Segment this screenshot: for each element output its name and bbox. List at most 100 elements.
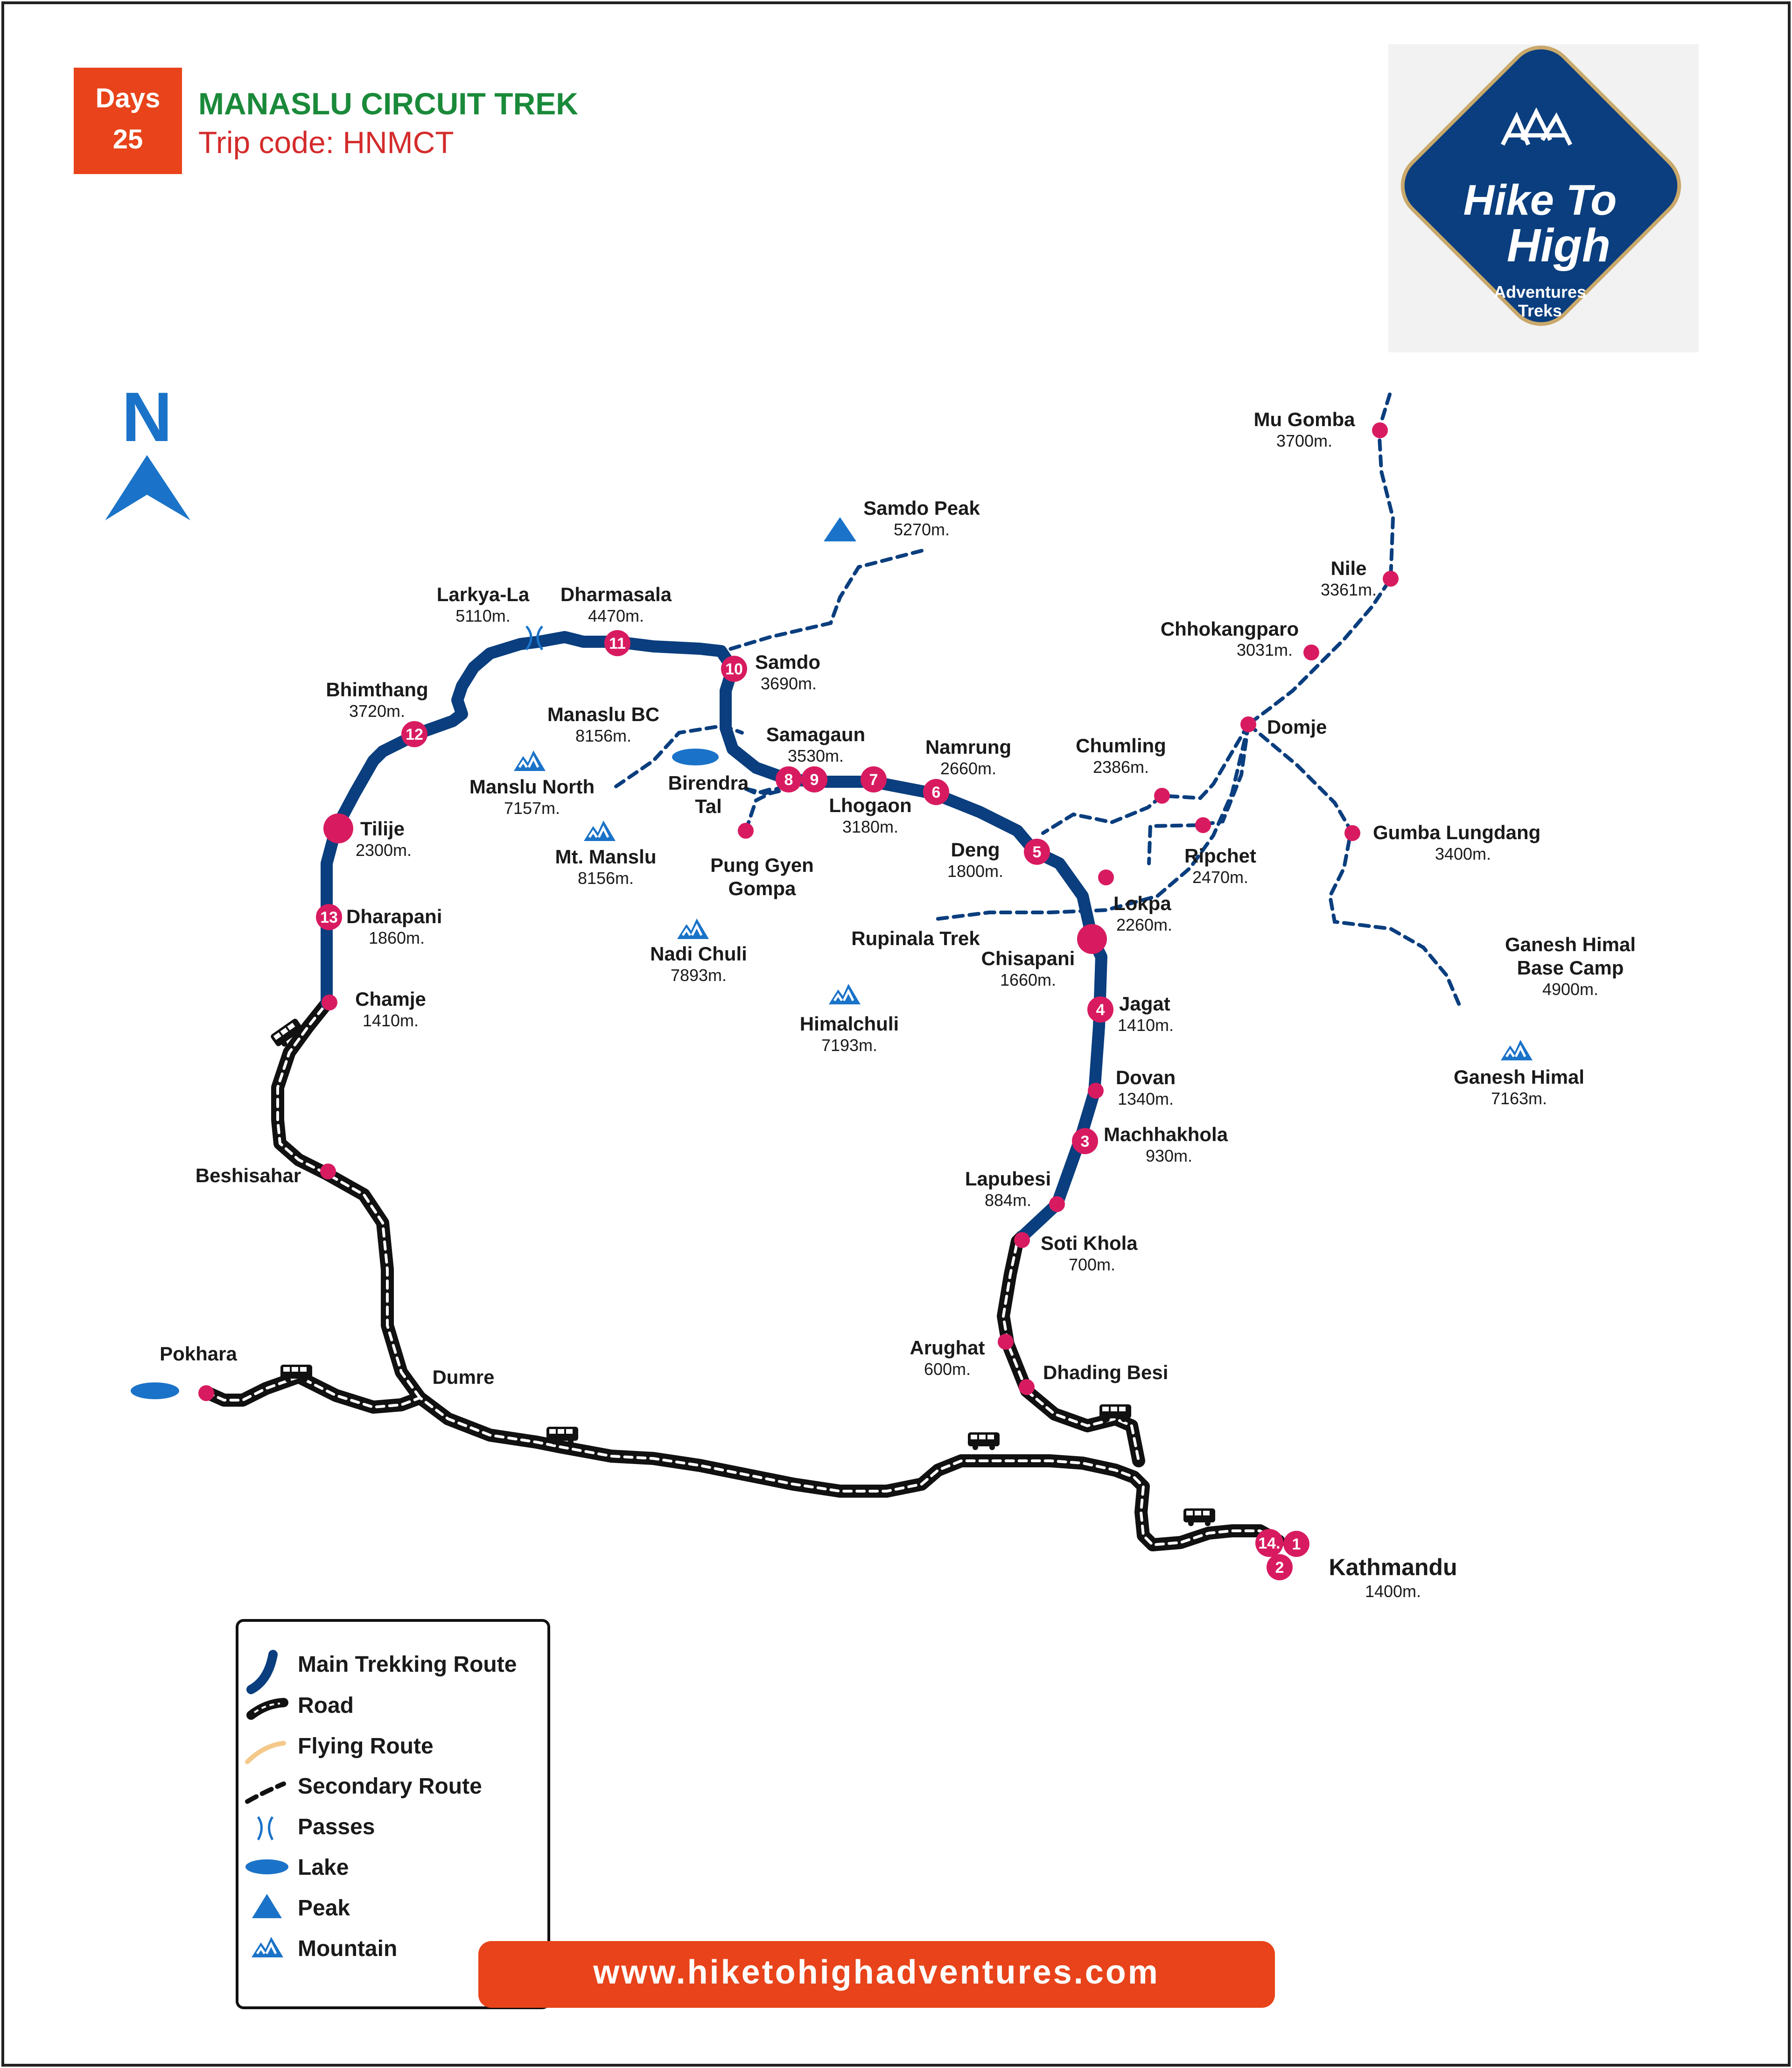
svg-text:9: 9 <box>810 771 819 789</box>
svg-text:3400m.: 3400m. <box>1435 844 1491 863</box>
legend-peak: Peak <box>298 1896 350 1921</box>
stop-12: 12 <box>401 721 427 747</box>
svg-text:1410m.: 1410m. <box>363 1011 419 1030</box>
label-domje: Domje <box>1267 716 1327 738</box>
svg-text:2: 2 <box>1275 1559 1284 1577</box>
label-samdo-peak: Samdo Peak <box>863 497 980 519</box>
label-samdo: Samdo <box>755 651 820 673</box>
svg-text:3690m.: 3690m. <box>761 674 817 693</box>
svg-text:Base Camp: Base Camp <box>1517 957 1624 979</box>
label-chamje: Chamje <box>355 988 426 1010</box>
svg-text:13: 13 <box>320 909 338 926</box>
legend-road-icon <box>246 1698 288 1720</box>
label-pung-gyen: Pung Gyen <box>710 854 814 876</box>
legend-lake: Lake <box>298 1855 349 1880</box>
legend-road: Road <box>298 1693 354 1718</box>
label-manaslu-bc: Manaslu BC <box>547 703 659 725</box>
stop-8: 8 <box>776 766 802 792</box>
label-lokpa: Lokpa <box>1113 892 1171 914</box>
pass-icon <box>525 625 544 651</box>
legend-main-route: Main Trekking Route <box>298 1652 517 1677</box>
peak-icon <box>824 517 856 541</box>
days-label: Days <box>96 83 161 113</box>
label-dharapani: Dharapani <box>346 905 442 927</box>
label-namrung: Namrung <box>925 736 1011 758</box>
label-chumling: Chumling <box>1076 735 1166 757</box>
days-badge <box>74 68 182 174</box>
label-lhogaon: Lhogaon <box>829 794 911 816</box>
header: Days 25 MANASLU CIRCUIT TREK Trip code: … <box>74 68 578 174</box>
days-value: 25 <box>113 124 143 154</box>
stop-10: 10 <box>721 656 747 682</box>
label-mt-manslu: Mt. Manslu <box>555 846 657 868</box>
label-ganesh-himal: Ganesh Himal <box>1454 1066 1584 1088</box>
label-nadi-chuli: Nadi Chuli <box>650 943 747 965</box>
logo-line3: Adventures <box>1494 282 1586 301</box>
label-himalchuli: Himalchuli <box>800 1013 899 1035</box>
label-deng: Deng <box>951 839 1000 861</box>
label-kathmandu: Kathmandu <box>1329 1554 1457 1580</box>
stop-14: 14. <box>1255 1529 1283 1557</box>
svg-text:3361m.: 3361m. <box>1321 580 1377 599</box>
label-chisapani: Chisapani <box>981 947 1075 969</box>
svg-text:5110m.: 5110m. <box>455 606 510 625</box>
lake-icon <box>672 749 719 765</box>
label-larkya-la: Larkya-La <box>437 583 530 605</box>
label-nile: Nile <box>1330 557 1366 579</box>
svg-text:2386m.: 2386m. <box>1093 757 1149 777</box>
stop-1: 1 <box>1283 1531 1309 1557</box>
logo-line2: High <box>1507 219 1610 272</box>
svg-text:884m.: 884m. <box>985 1191 1031 1210</box>
stop-3: 3 <box>1072 1128 1098 1154</box>
svg-text:10: 10 <box>725 660 743 678</box>
stop-6: 6 <box>923 779 949 805</box>
svg-text:7893m.: 7893m. <box>671 966 727 985</box>
svg-text:2470m.: 2470m. <box>1192 868 1248 887</box>
stop-4: 4 <box>1087 996 1113 1023</box>
label-lapubesi: Lapubesi <box>965 1168 1051 1190</box>
svg-text:1340m.: 1340m. <box>1118 1089 1174 1108</box>
legend-main-route-icon <box>246 1650 278 1694</box>
svg-text:8156m.: 8156m. <box>578 869 634 888</box>
legend-mountain: Mountain <box>298 1936 397 1961</box>
website-banner[interactable]: www.hiketohighadventures.com <box>478 1941 1275 2008</box>
stop-11: 11 <box>604 630 630 656</box>
trek-title: MANASLU CIRCUIT TREK <box>198 86 578 121</box>
secondary-routes <box>614 393 1463 1010</box>
svg-text:1410m.: 1410m. <box>1118 1016 1174 1035</box>
svg-text:1860m.: 1860m. <box>369 928 425 947</box>
label-dumre: Dumre <box>432 1366 494 1388</box>
hike-to-high-logo: Hike To High Adventures Treks <box>1388 44 1699 352</box>
north-arrow: N <box>105 378 190 520</box>
svg-text:14.: 14. <box>1258 1535 1280 1552</box>
website-bar[interactable] <box>478 1941 1275 2008</box>
svg-text:8: 8 <box>784 771 793 789</box>
stop-5: 5 <box>1024 839 1050 865</box>
label-pokhara: Pokhara <box>160 1343 237 1365</box>
svg-text:5270m.: 5270m. <box>894 520 950 539</box>
svg-text:3: 3 <box>1081 1133 1090 1150</box>
stop-2: 2 <box>1267 1554 1293 1580</box>
logo-line1: Hike To <box>1463 176 1617 224</box>
legend-pass-icon <box>257 1816 274 1841</box>
svg-text:11: 11 <box>609 635 626 652</box>
svg-text:12: 12 <box>406 726 423 743</box>
svg-text:3530m.: 3530m. <box>788 746 844 765</box>
legend-box <box>236 1619 550 2009</box>
label-soti-khola: Soti Khola <box>1041 1232 1138 1254</box>
label-jagat: Jagat <box>1119 993 1170 1015</box>
svg-text:4900m.: 4900m. <box>1542 980 1598 999</box>
svg-text:1: 1 <box>1292 1535 1301 1553</box>
label-manslu-north: Manslu North <box>469 776 595 798</box>
label-machhakhola: Machhakhola <box>1104 1123 1228 1145</box>
label-chhokangparo: Chhokangparo <box>1161 618 1299 640</box>
website-url[interactable]: www.hiketohighadventures.com <box>593 1954 1160 1991</box>
svg-text:7157m.: 7157m. <box>504 799 560 818</box>
svg-text:6: 6 <box>932 784 941 801</box>
logo-line4: Treks <box>1518 301 1562 320</box>
legend-flying-route-icon <box>245 1741 286 1764</box>
svg-text:700m.: 700m. <box>1069 1255 1115 1274</box>
label-dhading-besi: Dhading Besi <box>1043 1361 1168 1383</box>
svg-text:1660m.: 1660m. <box>1000 970 1056 989</box>
